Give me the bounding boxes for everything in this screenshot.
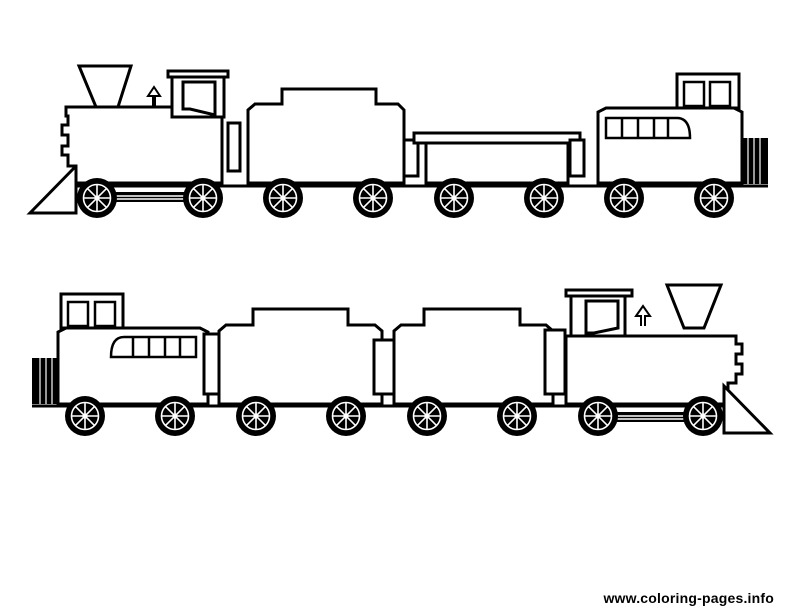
bottom-wheel (681, 394, 725, 438)
bottom-train (32, 283, 774, 438)
bottom-cupola-window-1 (66, 300, 90, 328)
top-caboose-windows (604, 116, 692, 140)
top-flatcar-coupler (568, 138, 586, 178)
top-flatcar-body (424, 141, 570, 185)
top-tender-body (246, 87, 406, 185)
bottom-wheel (576, 394, 620, 438)
top-tender-coupler (402, 138, 420, 178)
top-loco-coupler (226, 121, 242, 173)
bottom-boiler (564, 334, 744, 406)
bottom-wheel (234, 394, 278, 438)
top-cab-window (181, 80, 217, 117)
top-wheel (75, 176, 119, 220)
bottom-caboose-platform (32, 358, 58, 404)
bottom-cupola-window-2 (93, 300, 117, 328)
bottom-tender-2 (392, 307, 567, 406)
top-drive-rod (98, 192, 202, 202)
top-wheel (692, 176, 736, 220)
bottom-tender-2-body (392, 307, 555, 406)
top-tender (246, 87, 420, 185)
bottom-steam-dome (634, 304, 652, 326)
top-cab-roof (166, 69, 230, 79)
bottom-tender-2-coupler (543, 328, 567, 396)
bottom-locomotive (564, 283, 774, 435)
bottom-wheel (153, 394, 197, 438)
bottom-cab-window (584, 299, 620, 335)
bottom-wheel (63, 394, 107, 438)
top-cupola-window-2 (708, 80, 732, 108)
bottom-caboose (32, 292, 228, 406)
top-wheel (261, 176, 305, 220)
top-steam-dome (146, 85, 162, 107)
top-caboose-platform (742, 138, 768, 184)
top-smokestack (76, 64, 134, 109)
top-train (26, 64, 768, 220)
top-wheel (432, 176, 476, 220)
bottom-tender-1-body (217, 307, 384, 406)
top-wheel (522, 176, 566, 220)
bottom-tender-1 (217, 307, 398, 406)
bottom-caboose-windows (109, 335, 198, 359)
top-wheel (351, 176, 395, 220)
top-cowcatcher (26, 162, 78, 215)
site-watermark: www.coloring-pages.info (603, 590, 774, 606)
bottom-drive-rod (598, 412, 706, 422)
top-wheel (602, 176, 646, 220)
bottom-wheel (495, 394, 539, 438)
top-caboose (596, 72, 768, 185)
top-wheel (181, 176, 225, 220)
bottom-smokestack (664, 283, 724, 330)
top-cupola-window-1 (682, 80, 706, 108)
bottom-wheel (324, 394, 368, 438)
bottom-cowcatcher (722, 382, 774, 435)
bottom-wheel (405, 394, 449, 438)
top-flatcar (412, 131, 586, 185)
